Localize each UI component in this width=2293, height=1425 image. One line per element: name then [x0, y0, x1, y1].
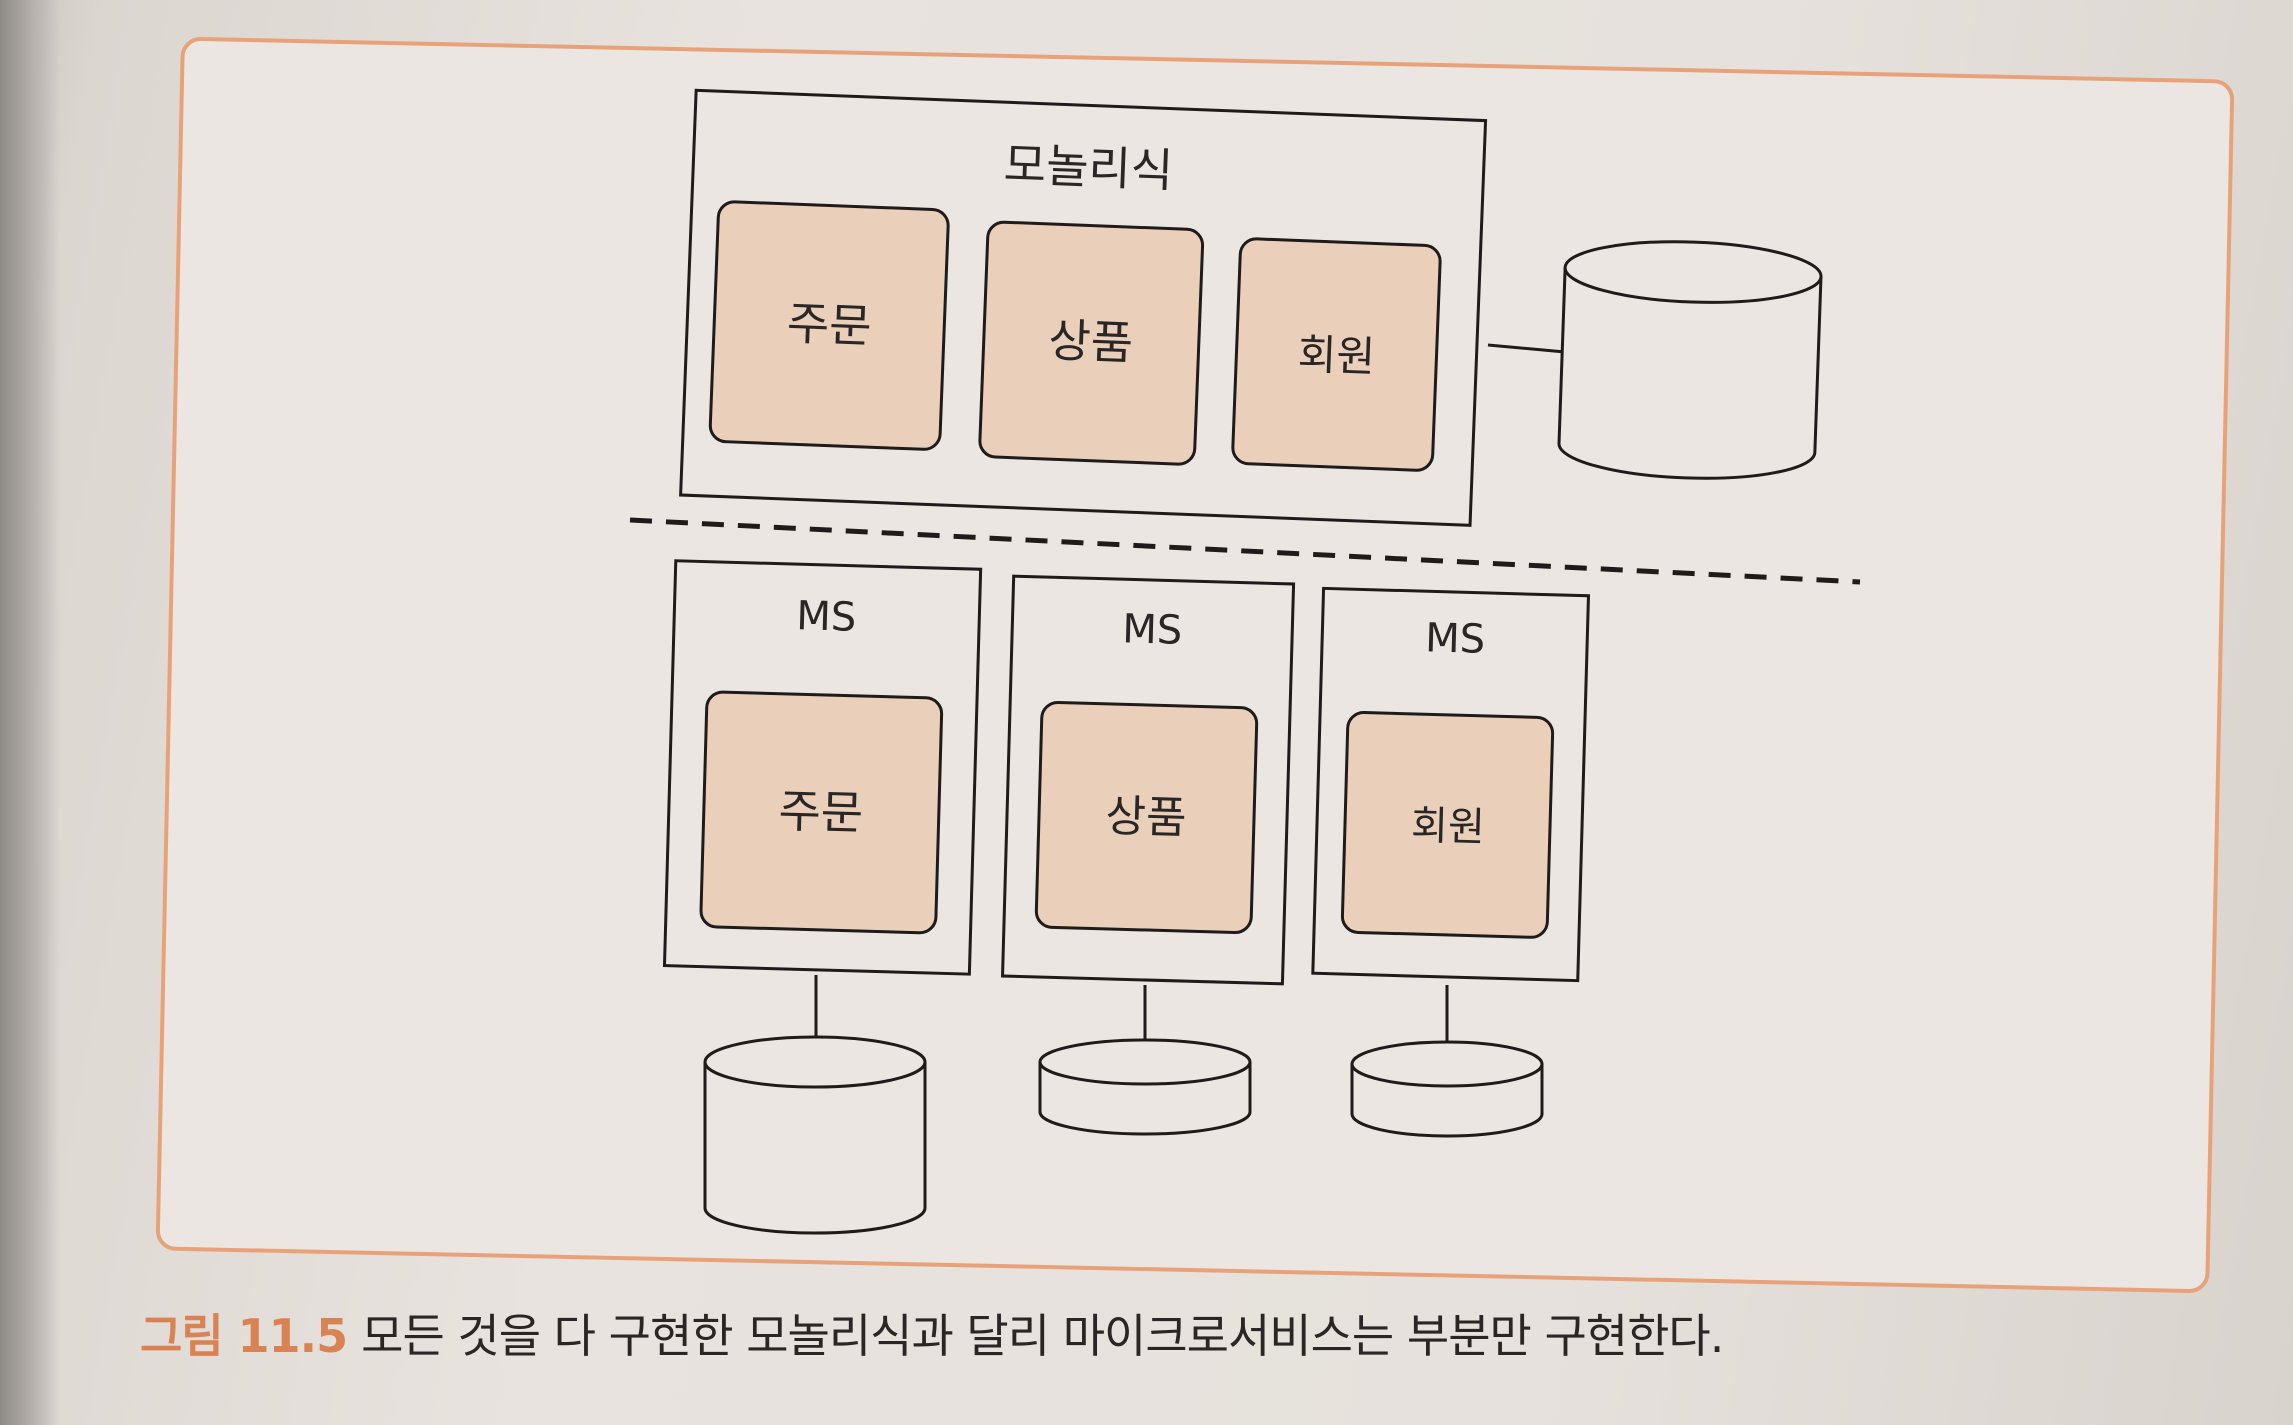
figure-caption-text: 모든 것을 다 구현한 모놀리식과 달리 마이크로서비스는 부분만 구현한다.	[361, 1309, 1724, 1363]
microservice-order-database-icon	[703, 1035, 927, 1235]
microservice-member-label: MS	[1425, 615, 1486, 663]
microservice-order-module-label: 주문	[778, 784, 864, 840]
microservice-member-group: MS 회원	[1311, 586, 1591, 983]
monolith-label: 모놀리식	[1003, 137, 1174, 197]
book-gutter-shadow	[0, 0, 60, 1425]
microservice-order-module	[699, 690, 944, 935]
figure-number: 그림 11.5	[140, 1309, 348, 1363]
monolith-module-order-label: 주문	[786, 296, 873, 353]
microservice-product-label: MS	[1122, 606, 1183, 654]
microservice-member-module	[1340, 711, 1555, 939]
microservice-member-database-icon	[1350, 1040, 1544, 1138]
separator-dashed-line	[629, 517, 1861, 585]
microservice-product-group: MS 상품	[1000, 574, 1296, 986]
microservice-product-module	[1034, 700, 1259, 934]
monolith-group: 모놀리식 주문 상품 회원	[679, 88, 1488, 527]
monolith-db-connector	[1487, 343, 1566, 354]
microservice-order-label: MS	[796, 593, 857, 641]
monolith-module-member-label: 회원	[1297, 330, 1376, 382]
monolith-module-product	[978, 220, 1205, 466]
microservice-order-group: MS 주문	[662, 559, 983, 976]
monolith-module-order	[708, 200, 950, 451]
monolith-database-icon	[1557, 240, 1823, 480]
microservice-member-module-label: 회원	[1411, 803, 1486, 851]
microservice-product-database-icon	[1038, 1038, 1252, 1136]
microservice-product-module-label: 상품	[1105, 791, 1187, 844]
monolith-module-product-label: 상품	[1047, 313, 1134, 370]
monolith-module-member	[1231, 237, 1442, 472]
